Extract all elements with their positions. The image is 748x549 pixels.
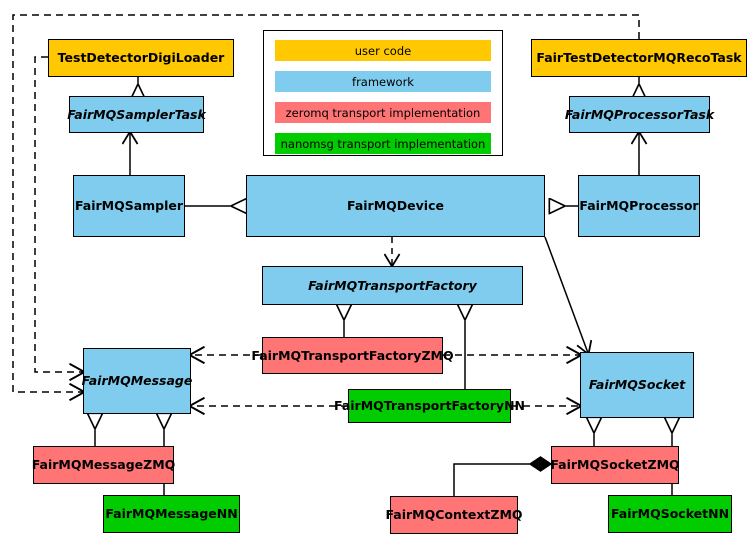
node-fairmq-processor-task[interactable]: FairMQProcessorTask [565,96,714,133]
legend: user code framework zeromq transport imp… [263,30,503,156]
legend-label: zeromq transport implementation [285,105,481,120]
node-fairmq-message-zmq[interactable]: FairMQMessageZMQ [31,446,176,484]
node-fairmq-message-nn[interactable]: FairMQMessageNN [103,495,240,533]
node-fairmq-socket-zmq[interactable]: FairMQSocketZMQ [550,446,680,484]
node-fairmq-sampler-task[interactable]: FairMQSamplerTask [67,96,206,133]
node-fairmq-transport-factory-nn[interactable]: FairMQTransportFactoryNN [334,389,525,423]
node-label: FairMQContextZMQ [385,507,523,523]
node-fairmq-context-zmq[interactable]: FairMQContextZMQ [385,496,523,534]
legend-item-nanomsg: nanomsg transport implementation [275,133,491,154]
legend-item-user-code: user code [275,40,491,61]
legend-item-zeromq: zeromq transport implementation [275,102,491,123]
node-label: FairMQDevice [347,198,444,214]
node-label: FairTestDetectorMQRecoTask [536,50,742,66]
node-fairmq-processor[interactable]: FairMQProcessor [578,175,700,237]
legend-label: framework [352,74,414,89]
node-label: FairMQTransportFactoryNN [334,398,525,414]
legend-item-framework: framework [275,71,491,92]
node-test-detector-digi-loader[interactable]: TestDetectorDigiLoader [48,39,234,77]
node-label: FairMQMessage [81,373,193,389]
node-fairmq-socket-nn[interactable]: FairMQSocketNN [608,495,732,533]
edge-device-socket [544,236,588,353]
node-label: FairMQSamplerTask [67,106,206,122]
node-fairmq-message[interactable]: FairMQMessage [81,348,193,414]
node-label: FairMQSocketZMQ [550,457,680,473]
node-fair-test-detector-mq-reco-task[interactable]: FairTestDetectorMQRecoTask [531,39,747,77]
node-label: FairMQMessageNN [105,506,238,522]
legend-label: user code [354,43,412,58]
node-label: FairMQProcessorTask [564,106,715,122]
node-label: FairMQTransportFactoryZMQ [251,347,454,363]
node-fairmq-sampler[interactable]: FairMQSampler [73,175,185,237]
node-label: FairMQSampler [74,198,184,214]
node-label: FairMQSocket [588,377,686,393]
node-fairmq-socket[interactable]: FairMQSocket [580,352,694,418]
node-label: FairMQProcessor [579,198,699,214]
node-fairmq-transport-factory-zmq[interactable]: FairMQTransportFactoryZMQ [251,337,454,374]
node-fairmq-device[interactable]: FairMQDevice [246,175,545,237]
legend-label: nanomsg transport implementation [280,136,486,151]
edge-contextzmq-socketzmq [453,464,551,496]
node-label: FairMQSocketNN [610,506,730,522]
node-label: FairMQTransportFactory [308,277,477,293]
node-label: FairMQMessageZMQ [31,457,176,473]
node-fairmq-transport-factory[interactable]: FairMQTransportFactory [262,266,523,305]
node-label: TestDetectorDigiLoader [57,50,225,66]
